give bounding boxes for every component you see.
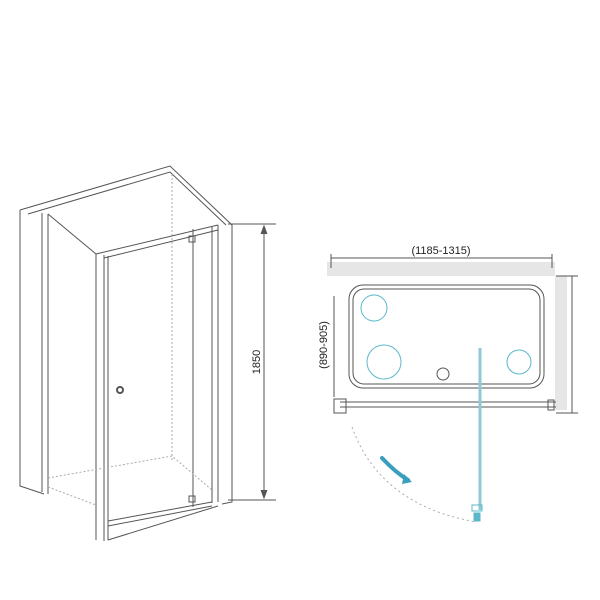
callout-right: [506, 349, 532, 375]
detail-callouts: [360, 294, 532, 522]
plan-view: [327, 254, 578, 523]
height-dimension-label: 1850: [251, 350, 263, 374]
depth-dimension-label: (890-905): [318, 321, 330, 369]
callout-mid-left: [366, 344, 402, 380]
callout-top-left: [360, 294, 388, 322]
perspective-view: [19, 165, 276, 541]
width-dimension-label: (1185-1315): [411, 245, 470, 257]
